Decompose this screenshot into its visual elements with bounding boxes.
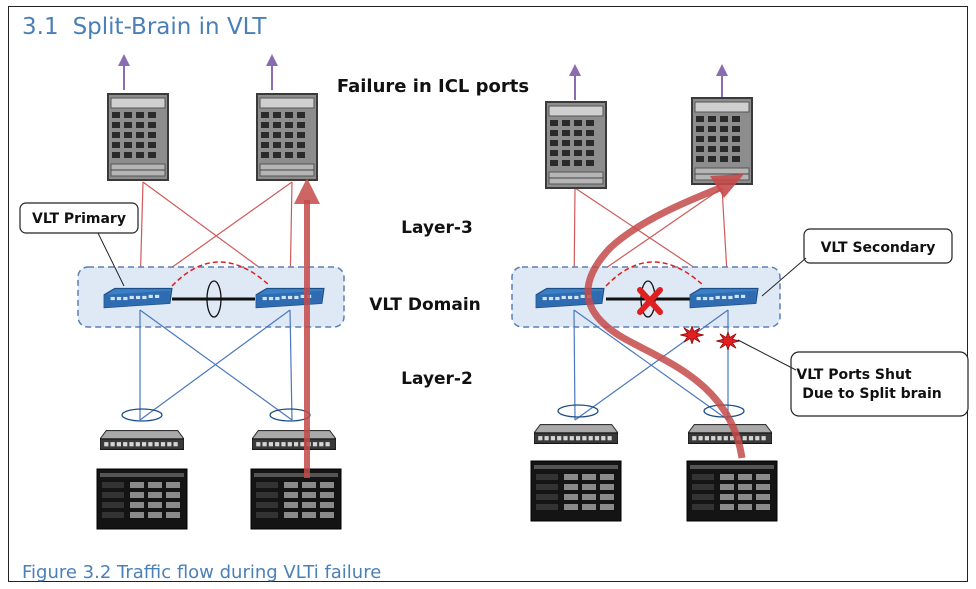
figure-caption: Figure 3.2 Traffic flow during VLTi fail… xyxy=(22,562,382,583)
shutdown-burst-icon xyxy=(716,332,740,350)
vlt-domain-label: VLT Domain xyxy=(369,295,481,315)
vlt-secondary-callout xyxy=(803,228,953,264)
server-rack-icon xyxy=(530,460,622,522)
server-rack-icon xyxy=(250,468,342,530)
vlt-domain-box xyxy=(77,266,345,328)
left-diagram: VLT Primary xyxy=(19,54,345,530)
chassis-switch-icon xyxy=(256,93,318,181)
chassis-switch-icon xyxy=(545,101,607,189)
lag-ring xyxy=(557,404,599,418)
vlt-secondary-label: VLT Secondary xyxy=(821,240,936,256)
failure-x-icon xyxy=(637,287,663,315)
tor-switch-icon xyxy=(534,424,618,444)
tor-switch-icon xyxy=(100,430,184,450)
ports-shut-callout xyxy=(790,351,969,417)
section-number: 3.1 xyxy=(22,14,59,40)
server-rack-icon xyxy=(96,468,188,530)
l2-links xyxy=(139,309,293,421)
layer3-label: Layer-3 xyxy=(401,218,473,238)
traffic-flow-arrow xyxy=(584,184,746,459)
vlt-primary-pointer xyxy=(97,232,125,287)
vlt-primary-callout xyxy=(19,202,139,234)
vlt-heartbeat-link xyxy=(171,261,271,287)
traffic-flow-arrowhead xyxy=(710,174,744,198)
layer2-label: Layer-2 xyxy=(401,369,473,389)
vlt-heartbeat-link xyxy=(605,261,705,287)
ports-shut-label-line2: Due to Split brain xyxy=(802,386,942,402)
vlt-primary-label: VLT Primary xyxy=(32,211,126,227)
l2-links xyxy=(573,309,729,421)
port-channel-ring xyxy=(206,280,222,318)
lag-ring xyxy=(121,408,163,422)
section-title-text: Split-Brain in VLT xyxy=(72,14,267,40)
chassis-switch-icon xyxy=(691,97,753,185)
section-title: 3.1 Split-Brain in VLT xyxy=(22,14,266,40)
traffic-flow-arrowhead xyxy=(294,178,320,204)
vlt-secondary-pointer xyxy=(761,257,807,297)
tor-switch-icon xyxy=(252,430,336,450)
ports-shut-label-line1: VLT Ports Shut xyxy=(796,367,912,383)
ports-shut-pointer xyxy=(737,339,797,371)
server-rack-icon xyxy=(686,460,778,522)
chassis-switch-icon xyxy=(107,93,169,181)
right-diagram: VLT Secondary VLT Ports Shut Due to Spli… xyxy=(511,64,969,522)
failure-title: Failure in ICL ports xyxy=(337,76,529,97)
